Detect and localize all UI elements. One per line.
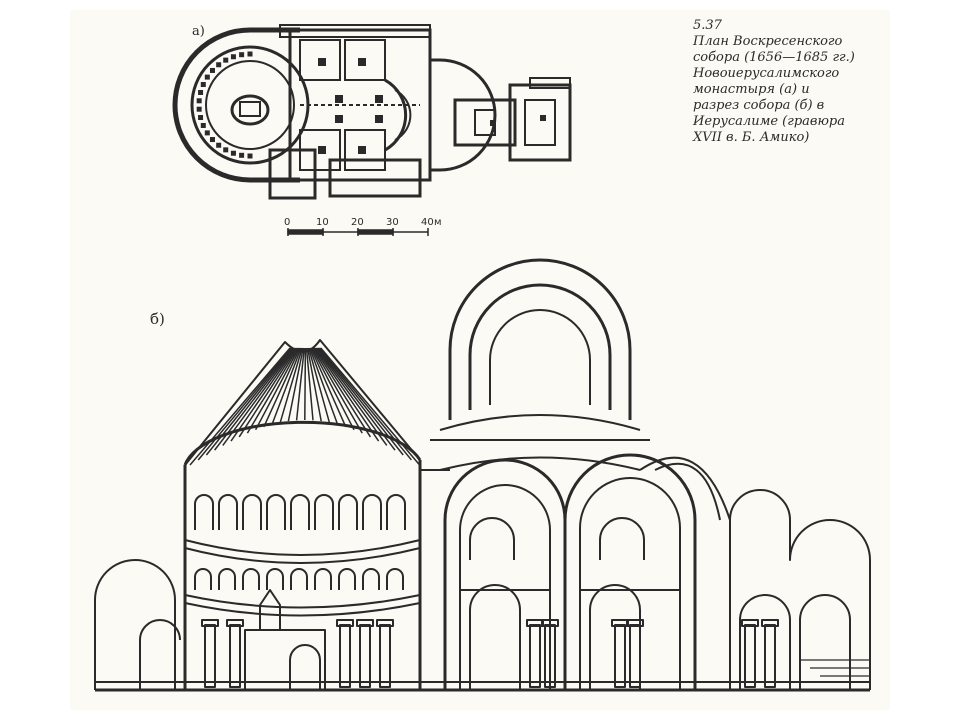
caption-line: Новоиерусалимского: [693, 66, 840, 81]
caption-line: монастыря (а) и: [693, 82, 810, 97]
book-page: [70, 10, 890, 710]
figure-caption: 5.37 План Воскресенского собора (1656—16…: [693, 18, 883, 146]
scale-tick-40: 40: [421, 217, 434, 228]
caption-line: XVII в. Б. Амико): [693, 130, 810, 145]
scale-tick-0: 0: [284, 217, 290, 228]
scale-tick-10: 10: [316, 217, 329, 228]
scale-tick-20: 20: [351, 217, 364, 228]
plan-label: а): [192, 24, 205, 39]
scale-bar: [287, 228, 429, 236]
caption-line: разрез собора (б) в: [693, 98, 825, 113]
caption-line: Иерусалиме (гравюра: [693, 114, 845, 129]
caption-line: 5.37: [693, 18, 722, 33]
section-label: б): [150, 310, 165, 328]
caption-line: План Воскресенского: [693, 34, 843, 49]
scale-tick-30: 30: [386, 217, 399, 228]
caption-line: собора (1656—1685 гг.): [693, 50, 855, 65]
scale-unit: м: [434, 217, 442, 228]
